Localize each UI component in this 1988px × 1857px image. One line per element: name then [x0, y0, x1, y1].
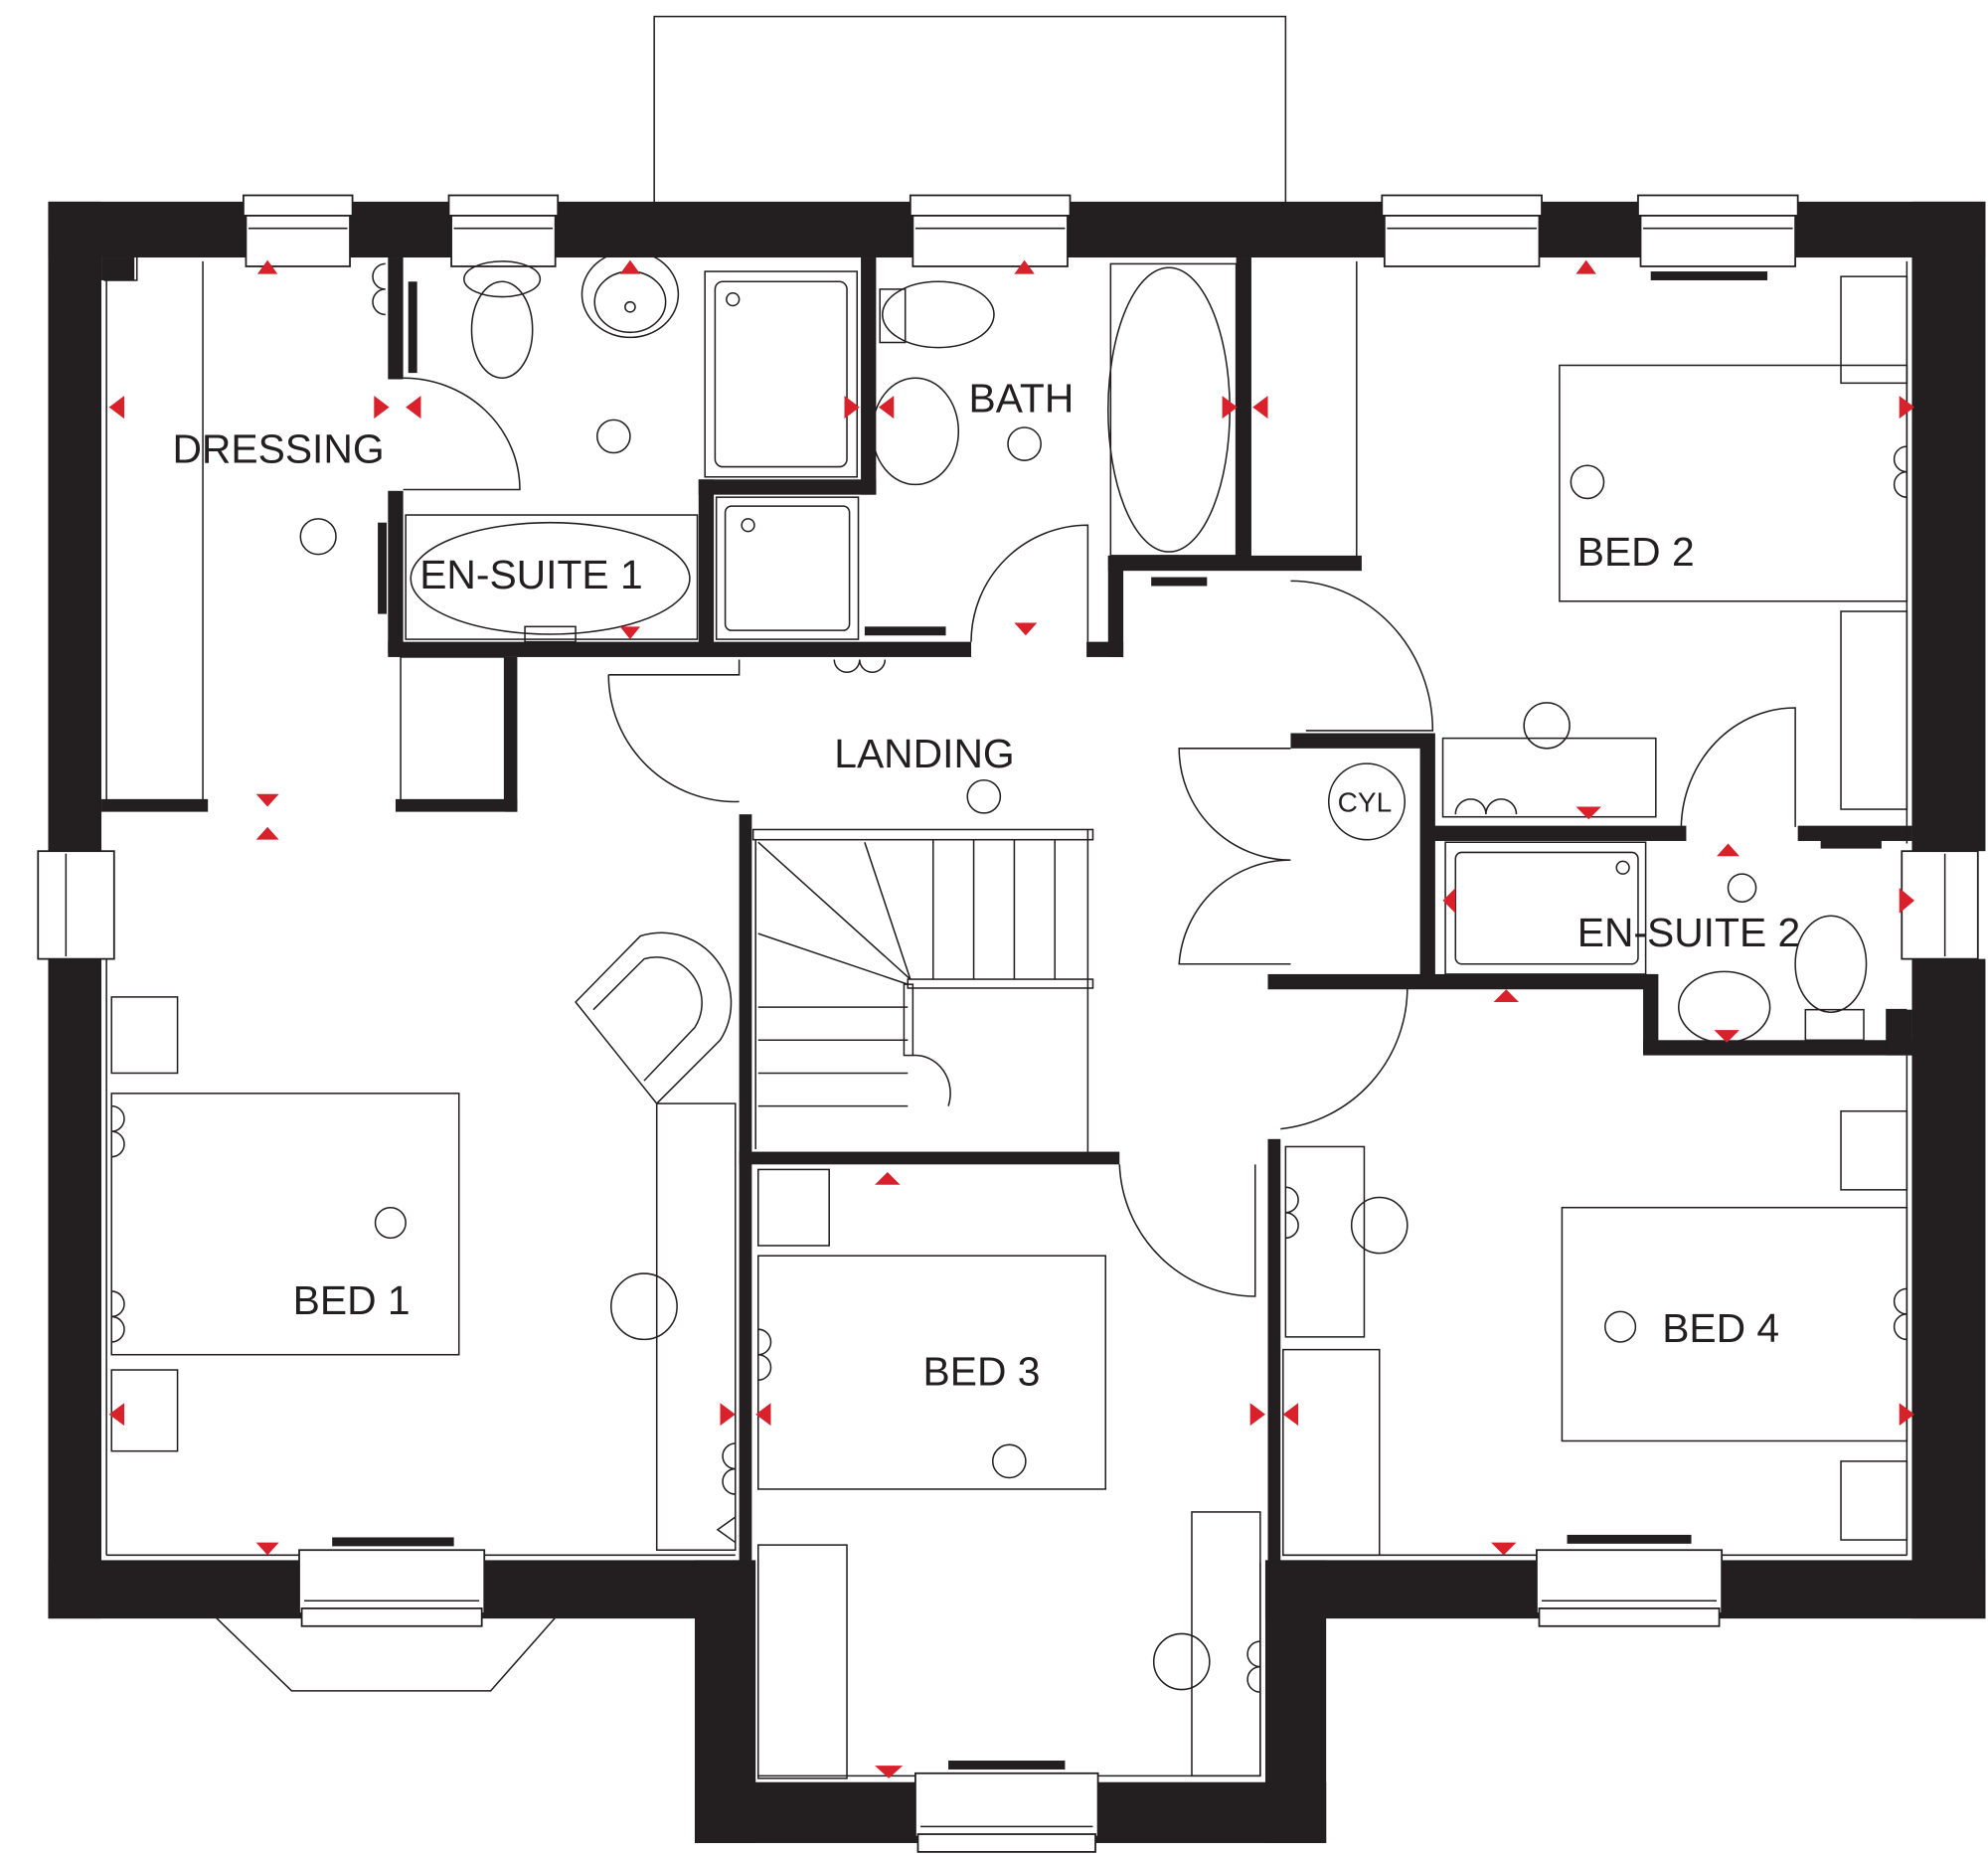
room-label-bed-4: BED 4	[1662, 1305, 1779, 1351]
basin-icon	[871, 377, 960, 486]
room-label-bath: BATH	[968, 376, 1074, 422]
cupboard-doors	[1178, 748, 1291, 965]
double-socket-icon	[1893, 1287, 1907, 1341]
toilet-icon	[463, 260, 542, 298]
window-bath	[909, 194, 1072, 267]
double-socket-icon	[722, 1442, 736, 1495]
cylinder-label: CYL	[1338, 787, 1393, 818]
radiator-icon	[1567, 1534, 1692, 1544]
toilet-icon	[1794, 915, 1868, 1013]
basin-icon	[1678, 970, 1771, 1044]
radiator-icon	[948, 1761, 1066, 1770]
bath-icon	[1107, 266, 1232, 553]
shower-tray-icon	[1444, 841, 1647, 975]
window-bed2-left	[1381, 194, 1543, 267]
double-socket-icon	[372, 262, 386, 316]
dimension-markers	[108, 259, 1915, 1778]
room-label-bed-1: BED 1	[293, 1277, 411, 1323]
window-en-suite-1	[447, 194, 560, 267]
room-label-bed-2: BED 2	[1577, 529, 1695, 575]
cylinder-icon	[1327, 762, 1407, 841]
double-socket-icon	[757, 1328, 772, 1382]
staircase	[751, 828, 1094, 1157]
window-bed4-bottom	[1536, 1549, 1724, 1627]
window-bed2-right	[1637, 194, 1799, 267]
bed-icon	[1561, 1206, 1908, 1442]
radiator-icon	[1151, 577, 1208, 587]
bed-2-room	[1290, 271, 1908, 827]
toilet-icon	[881, 280, 995, 349]
chair-icon	[575, 931, 733, 1105]
double-socket-icon	[1893, 445, 1907, 498]
double-socket-icon	[111, 1290, 125, 1343]
room-labels: DRESSING EN-SUITE 1 BATH BED 2 LANDING E…	[172, 376, 1800, 1395]
double-socket-icon	[833, 659, 887, 674]
shower-tray-icon	[704, 270, 859, 478]
bed-4-room	[1282, 1109, 1908, 1557]
window-bed1-bottom	[298, 1549, 486, 1627]
room-label-landing: LANDING	[834, 731, 1014, 776]
wall-linings	[103, 257, 1908, 1777]
room-label-dressing: DRESSING	[172, 426, 384, 472]
window-en-suite-2-side	[1901, 850, 1979, 960]
bed-1-room	[110, 931, 737, 1551]
bay-window-outline	[212, 1613, 559, 1692]
radiator-icon	[408, 281, 417, 374]
radiator-icon	[378, 522, 388, 614]
radiator-icon	[864, 626, 946, 636]
en-suite-2	[1441, 702, 1907, 1054]
shower-cubicle	[715, 496, 946, 674]
double-socket-icon	[1454, 798, 1518, 815]
top-projection-outline	[653, 15, 1287, 204]
bed-icon	[1559, 364, 1908, 602]
room-label-bed-3: BED 3	[923, 1348, 1041, 1394]
bed-3-room	[756, 1168, 1261, 1779]
room-label-en-suite-1: EN-SUITE 1	[419, 552, 642, 597]
room-label-en-suite-2: EN-SUITE 2	[1577, 910, 1800, 955]
double-socket-icon	[1246, 1640, 1260, 1693]
dressing-room	[202, 260, 521, 803]
window-bed1-side	[37, 850, 115, 960]
basin-icon	[580, 250, 680, 339]
bed-icon	[110, 1093, 460, 1356]
radiator-icon	[1820, 839, 1882, 849]
double-socket-icon	[111, 1104, 125, 1158]
window-bed3-bottom	[914, 1772, 1099, 1853]
bath-icon	[410, 521, 691, 635]
window-dressing	[243, 194, 354, 267]
internal-walls	[101, 257, 1912, 1563]
radiator-icon	[1650, 271, 1768, 280]
en-suite-1	[405, 250, 859, 643]
bed-icon	[756, 1255, 1107, 1490]
radiator-icon	[332, 1537, 454, 1547]
windows	[37, 194, 1979, 1853]
landing	[607, 659, 1408, 1297]
double-socket-icon	[1285, 1186, 1299, 1240]
